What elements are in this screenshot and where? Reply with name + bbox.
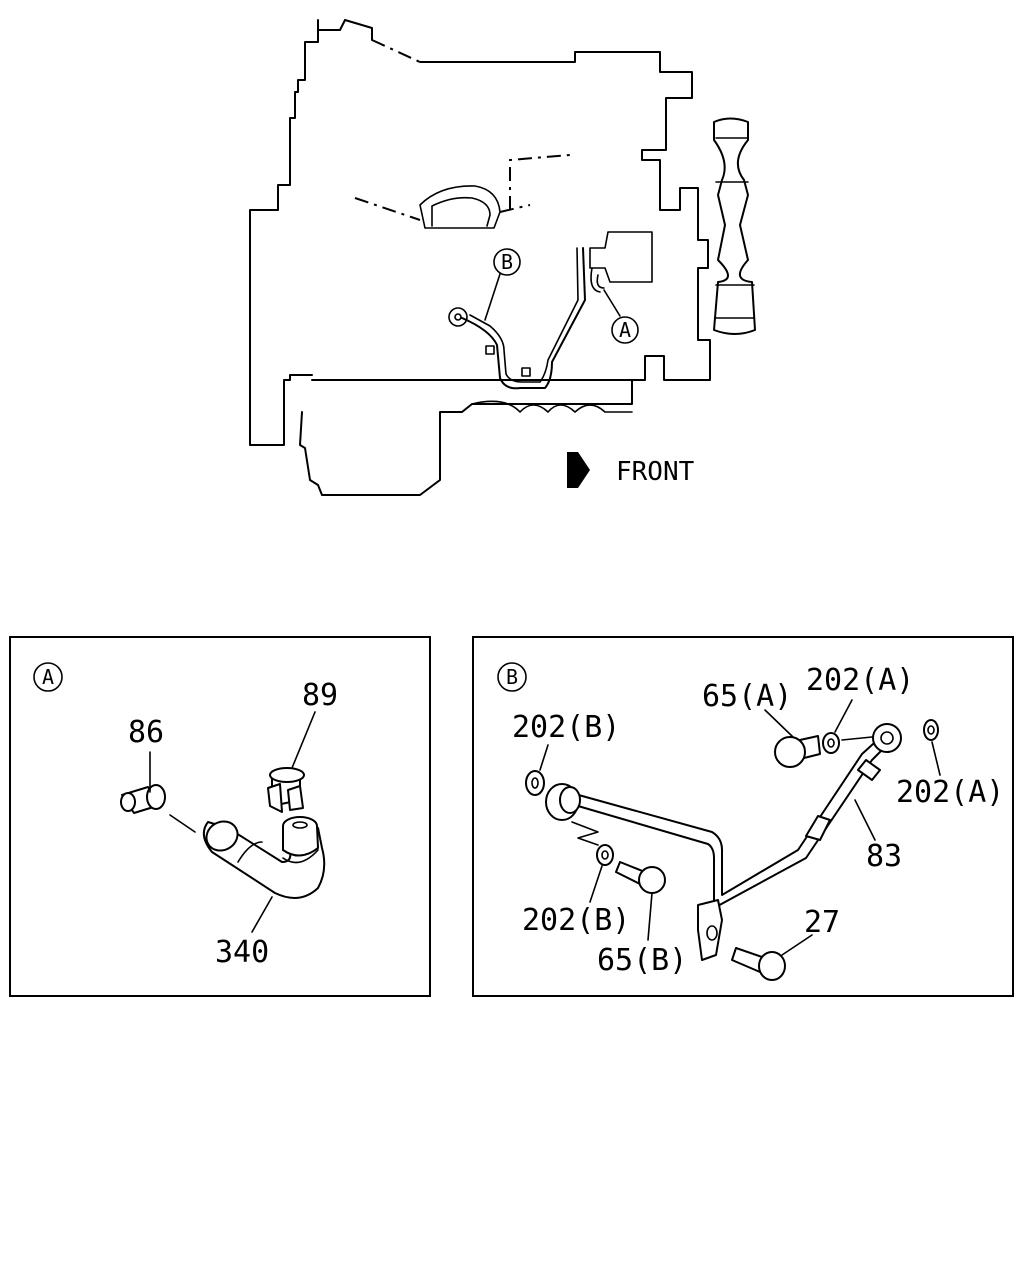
pipe-83-eye-hole <box>880 731 894 745</box>
detail-a-frame <box>9 636 431 997</box>
pipe-z-break <box>571 821 599 846</box>
washer-202-b-left <box>525 770 545 796</box>
valve-cover-dash-right <box>499 154 571 213</box>
part-65-a-eye-bolt <box>774 735 821 768</box>
detail-b-frame <box>472 636 1014 997</box>
detail-a-panel: A 86 89 340 <box>9 636 431 997</box>
hose-opening <box>292 821 308 829</box>
front-arrow-icon <box>567 452 590 488</box>
front-label: FRONT <box>616 457 695 487</box>
label-89-leader <box>291 711 316 769</box>
pipe-clip <box>485 345 495 355</box>
label-340: 340 <box>215 935 269 970</box>
label-65-b-leader <box>647 892 653 941</box>
washer-202-a-right <box>923 719 939 741</box>
callout-a-text: A <box>619 318 631 342</box>
label-89: 89 <box>302 678 338 713</box>
label-27-leader <box>781 934 813 956</box>
hose-bend-line <box>237 841 263 863</box>
part-83-pipe <box>545 723 902 909</box>
callout-b-leader <box>484 273 501 321</box>
bolt-a-centerline <box>841 736 873 741</box>
detail-b-marker-circle <box>497 662 527 692</box>
bracket-hole <box>706 925 718 941</box>
label-202-a-mid-leader <box>834 699 853 733</box>
pipe-b-route-inner <box>469 247 579 383</box>
washer-202-a-mid <box>822 732 840 754</box>
washer-202-b-lower <box>596 844 614 866</box>
pipe-b-eye <box>448 307 468 327</box>
hose-a-small <box>590 267 605 293</box>
label-65-a-leader <box>764 709 794 738</box>
hose-clamp-line <box>282 849 319 864</box>
washer-202-a-mid-hole <box>827 738 835 748</box>
label-65-a: 65(A) <box>702 679 792 714</box>
sensor-housing <box>589 231 653 283</box>
part-89-clip <box>267 767 305 813</box>
detail-a-marker-circle <box>33 662 63 692</box>
label-202-b-lower: 202(B) <box>522 903 630 938</box>
label-27: 27 <box>804 905 840 940</box>
fan-blade-detail <box>715 137 755 319</box>
label-202-b-left-leader <box>539 744 549 771</box>
valve-cover <box>419 185 501 229</box>
oil-pan-bumps <box>471 400 633 413</box>
callout-b-text: B <box>501 250 513 274</box>
callout-a-leader <box>603 289 621 317</box>
callout-b-circle <box>493 248 521 276</box>
pipe-b-route <box>461 247 586 390</box>
washer-202-a-right-hole <box>927 725 935 735</box>
pipe-b-eye-hole <box>454 313 462 321</box>
fan-blade <box>713 117 756 335</box>
part-86-nipple <box>120 784 166 814</box>
engine-dashed-top <box>371 39 421 63</box>
label-202-a-right: 202(A) <box>896 775 1004 810</box>
part-86-centerline <box>169 814 196 833</box>
washer-202-b-left-hole <box>531 777 539 789</box>
label-86: 86 <box>128 715 164 750</box>
label-202-b-lower-leader <box>589 865 603 903</box>
washer-202-b-lower-hole <box>601 850 609 860</box>
label-83: 83 <box>866 839 902 874</box>
label-202-a-top: 202(A) <box>806 663 914 698</box>
label-202-a-right-leader <box>931 741 941 776</box>
label-202-b-left: 202(B) <box>512 710 620 745</box>
part-340-elbow-hose <box>202 816 326 899</box>
label-65-b: 65(B) <box>597 943 687 978</box>
pipe-clip-2 <box>521 367 531 377</box>
engine-overview: B A FRONT <box>249 19 756 496</box>
detail-a-marker: A <box>42 665 54 689</box>
valve-cover-dash-left <box>354 197 421 221</box>
pipe-bracket <box>697 899 723 961</box>
engine-outline <box>249 19 711 496</box>
detail-b-marker: B <box>506 665 518 689</box>
label-340-leader <box>251 896 273 933</box>
label-83-leader <box>854 799 876 841</box>
callout-a-circle <box>611 316 639 344</box>
detail-b-panel: B <box>472 636 1014 997</box>
part-27-bolt <box>731 947 786 981</box>
part-65-b-eye-bolt <box>615 861 666 894</box>
